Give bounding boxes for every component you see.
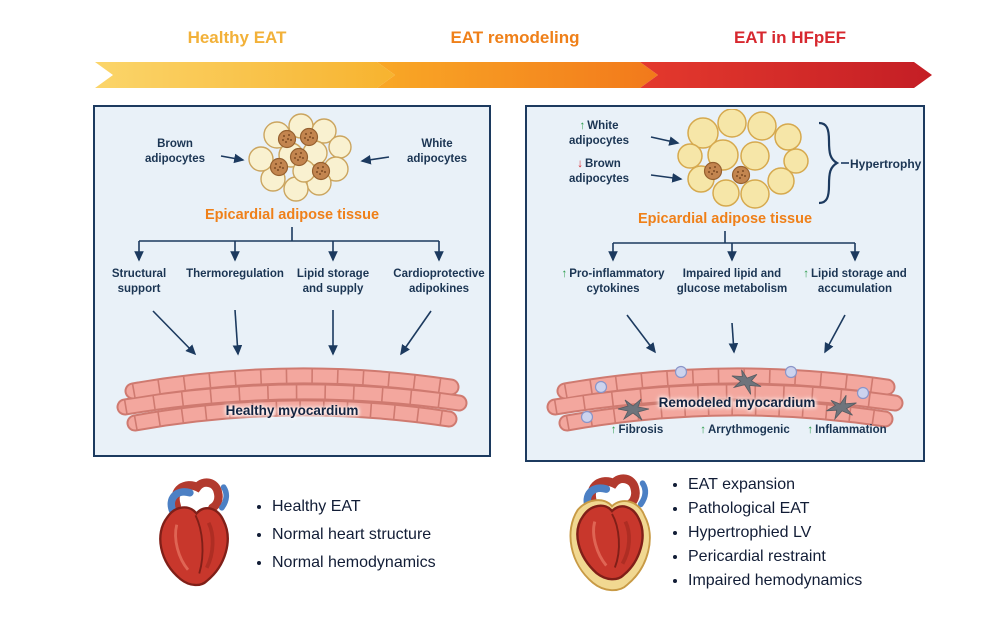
up-arrow-icon: ↑ (579, 120, 586, 132)
branch-lipid-storage-supply: Lipid storage and supply (296, 268, 370, 295)
white-adipocytes-label: White adipocytes (406, 138, 468, 165)
list-item: Hypertrophied LV (688, 524, 862, 542)
stage-label-eat-remodeling: EAT remodeling (450, 28, 580, 47)
up-arrow-icon: ↑ (561, 268, 568, 280)
chevron-arrow-red (640, 62, 932, 88)
up-arrow-icon: ↑ (807, 424, 814, 436)
healthy-myocardium-label: Healthy myocardium (225, 403, 359, 418)
inflammatory-cells (580, 365, 870, 424)
hypertrophy-label: Hypertrophy (850, 157, 922, 171)
effect-inflammation: ↑Inflammation (807, 424, 887, 436)
list-item: Healthy EAT (272, 498, 436, 516)
down-arrow-icon: ↓ (577, 158, 583, 170)
list-item: Normal heart structure (272, 526, 436, 544)
brown-adipocytes-down-label: ↓Brown adipocytes (568, 158, 630, 185)
epicardial-adipose-tissue-title: Epicardial adipose tissue (204, 207, 380, 223)
branch-impaired-lipid-glucose: Impaired lipid and glucose metabolism (676, 268, 788, 295)
list-item: EAT expansion (688, 476, 862, 494)
connector-lines-right (608, 121, 860, 354)
adipocyte-cluster-hypertrophied (677, 109, 809, 209)
branch-cardioprotective-adipokines: Cardioprotective adipokines (393, 268, 485, 295)
branch-structural-support: Structural support (111, 268, 167, 295)
effect-arrythmogenic: ↑Arrythmogenic (700, 424, 790, 436)
healthy-heart-bullet-list: Healthy EAT Normal heart structure Norma… (252, 498, 436, 582)
fibrosis-cells (617, 369, 857, 421)
list-item: Impaired hemodynamics (688, 572, 862, 590)
up-arrow-icon: ↑ (803, 268, 809, 280)
remodeled-heart-bullet-list: EAT expansion Pathological EAT Hypertrop… (668, 476, 862, 596)
hypertrophy-brace-icon (818, 121, 840, 205)
branch-thermoregulation: Thermoregulation (186, 268, 284, 280)
up-arrow-icon: ↑ (700, 424, 706, 436)
list-item: Normal hemodynamics (272, 554, 436, 572)
chevron-arrow-yellow (95, 62, 395, 88)
list-item: Pericardial restraint (688, 548, 862, 566)
adipocyte-cluster-healthy (248, 113, 352, 202)
remodeled-heart-illustration (569, 474, 651, 592)
stage-label-eat-hfpef: EAT in HFpEF (733, 28, 847, 47)
healthy-heart-illustration (159, 478, 230, 587)
healthy-eat-panel: Brown adipocytes White adipocytes Epicar… (93, 105, 491, 457)
white-adipocytes-up-label: ↑White adipocytes (568, 120, 630, 147)
remodeled-myocardium-illustration (546, 365, 904, 432)
up-arrow-icon: ↑ (610, 424, 617, 436)
remodeled-myocardium-label: Remodeled myocardium (658, 395, 816, 410)
branch-lipid-storage-accumulation: ↑Lipid storage and accumulation (803, 268, 907, 295)
stage-label-healthy-eat: Healthy EAT (187, 28, 287, 47)
brown-adipocytes-label: Brown adipocytes (144, 138, 206, 165)
effect-fibrosis: ↑Fibrosis (610, 424, 664, 436)
branch-pro-inflammatory-cytokines: ↑Pro-inflammatory cytokines (561, 268, 665, 295)
eat-hfpef-panel: ↑White adipocytes ↓Brown adipocytes (525, 105, 925, 462)
healthy-myocardium-illustration (116, 367, 468, 432)
epicardial-adipose-tissue-title: Epicardial adipose tissue (637, 211, 813, 227)
list-item: Pathological EAT (688, 500, 862, 518)
chevron-arrow-orange (377, 62, 658, 88)
connector-lines-left (134, 153, 444, 356)
